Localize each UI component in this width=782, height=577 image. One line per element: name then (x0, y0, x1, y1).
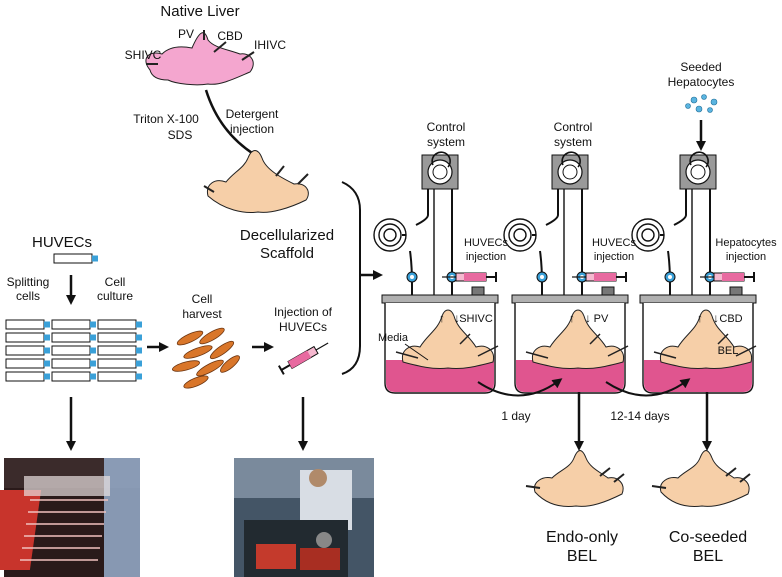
bioreactor1-inj-1: HUVECs (464, 237, 509, 249)
injection-label-1: Injection of (274, 305, 333, 319)
scaffold-label-2: Scaffold (260, 245, 314, 262)
up-arrow-3: ↑ (697, 311, 703, 325)
co-seeded-label-1: Co-seeded (669, 529, 747, 546)
seeded-label-2: Hepatocytes (668, 75, 735, 89)
down-arrow-2: ↓ (585, 311, 591, 325)
timeline-step-1: 1 day (501, 409, 530, 423)
media-label: Media (378, 332, 409, 344)
native-liver-illustration (145, 30, 255, 86)
scaffold-label-1: Decellularized (240, 227, 334, 244)
injection-label-2: HUVECs (279, 320, 327, 334)
bioreactor2-inj-2: injection (594, 251, 634, 263)
culture-label-2: culture (97, 289, 133, 303)
huvec-flask-icon (53, 253, 99, 264)
control-label-1a: Control (427, 120, 466, 134)
seeded-label-1: Seeded (680, 60, 721, 74)
timeline-arrow-1 (477, 378, 563, 397)
flask-stacks (5, 319, 143, 382)
splitting-label-1: Splitting (7, 275, 50, 289)
bioreactor3-inj-1: Hepatocytes (715, 237, 777, 249)
control-label-1b: system (427, 135, 465, 149)
bioreactor3-port: CBD (719, 313, 742, 325)
agent-label-1: Triton X-100 (133, 112, 199, 126)
cbd-label: CBD (217, 29, 243, 43)
endo-only-bel-illustration (525, 450, 625, 507)
agent-label-2: SDS (168, 128, 193, 142)
bioreactor2-port: PV (594, 313, 609, 325)
method-label-1: Detergent (226, 107, 279, 121)
control-label-2a: Control (554, 120, 593, 134)
endo-only-label-1: Endo-only (546, 529, 618, 546)
native-liver-title: Native Liver (160, 3, 239, 20)
lab-photo (234, 458, 374, 577)
co-seeded-bel-illustration (651, 450, 751, 507)
syringe-icon (277, 337, 332, 376)
control-label-2b: system (554, 135, 592, 149)
harvest-label-2: harvest (182, 307, 222, 321)
merge-bracket (341, 181, 361, 375)
timeline-arrow-2 (605, 378, 691, 397)
shivc-label: SHIVC (125, 48, 162, 62)
hepatocyte-cells-icon (685, 94, 718, 113)
ihivc-label: IHIVC (254, 38, 286, 52)
media-pointer (404, 343, 429, 361)
down-arrow-3: ↓ (713, 311, 719, 325)
endothelial-cells-illustration (172, 327, 240, 389)
cell-culture-photo (0, 458, 140, 577)
bioreactor1-inj-2: injection (466, 251, 506, 263)
bioreactor3-bel: BEL (718, 345, 739, 357)
bioreactor1-port: SHIVC (459, 313, 493, 325)
splitting-label-2: cells (16, 289, 40, 303)
huvecs-title: HUVECs (32, 234, 92, 251)
pv-label: PV (178, 27, 194, 41)
culture-label-1: Cell (105, 275, 126, 289)
timeline-step-2: 12-14 days (610, 409, 669, 423)
up-arrow-2: ↑ (569, 311, 575, 325)
bioreactor2-inj-1: HUVECs (592, 237, 637, 249)
down-arrow-1: ↓ (454, 311, 460, 325)
bioreactor3-inj-2: injection (726, 251, 766, 263)
decellularized-scaffold-illustration (203, 150, 309, 213)
method-label-2: injection (230, 122, 274, 136)
endo-only-label-2: BEL (567, 548, 597, 565)
up-arrow-1: ↑ (439, 311, 445, 325)
co-seeded-label-2: BEL (693, 548, 723, 565)
harvest-label-1: Cell (192, 292, 213, 306)
